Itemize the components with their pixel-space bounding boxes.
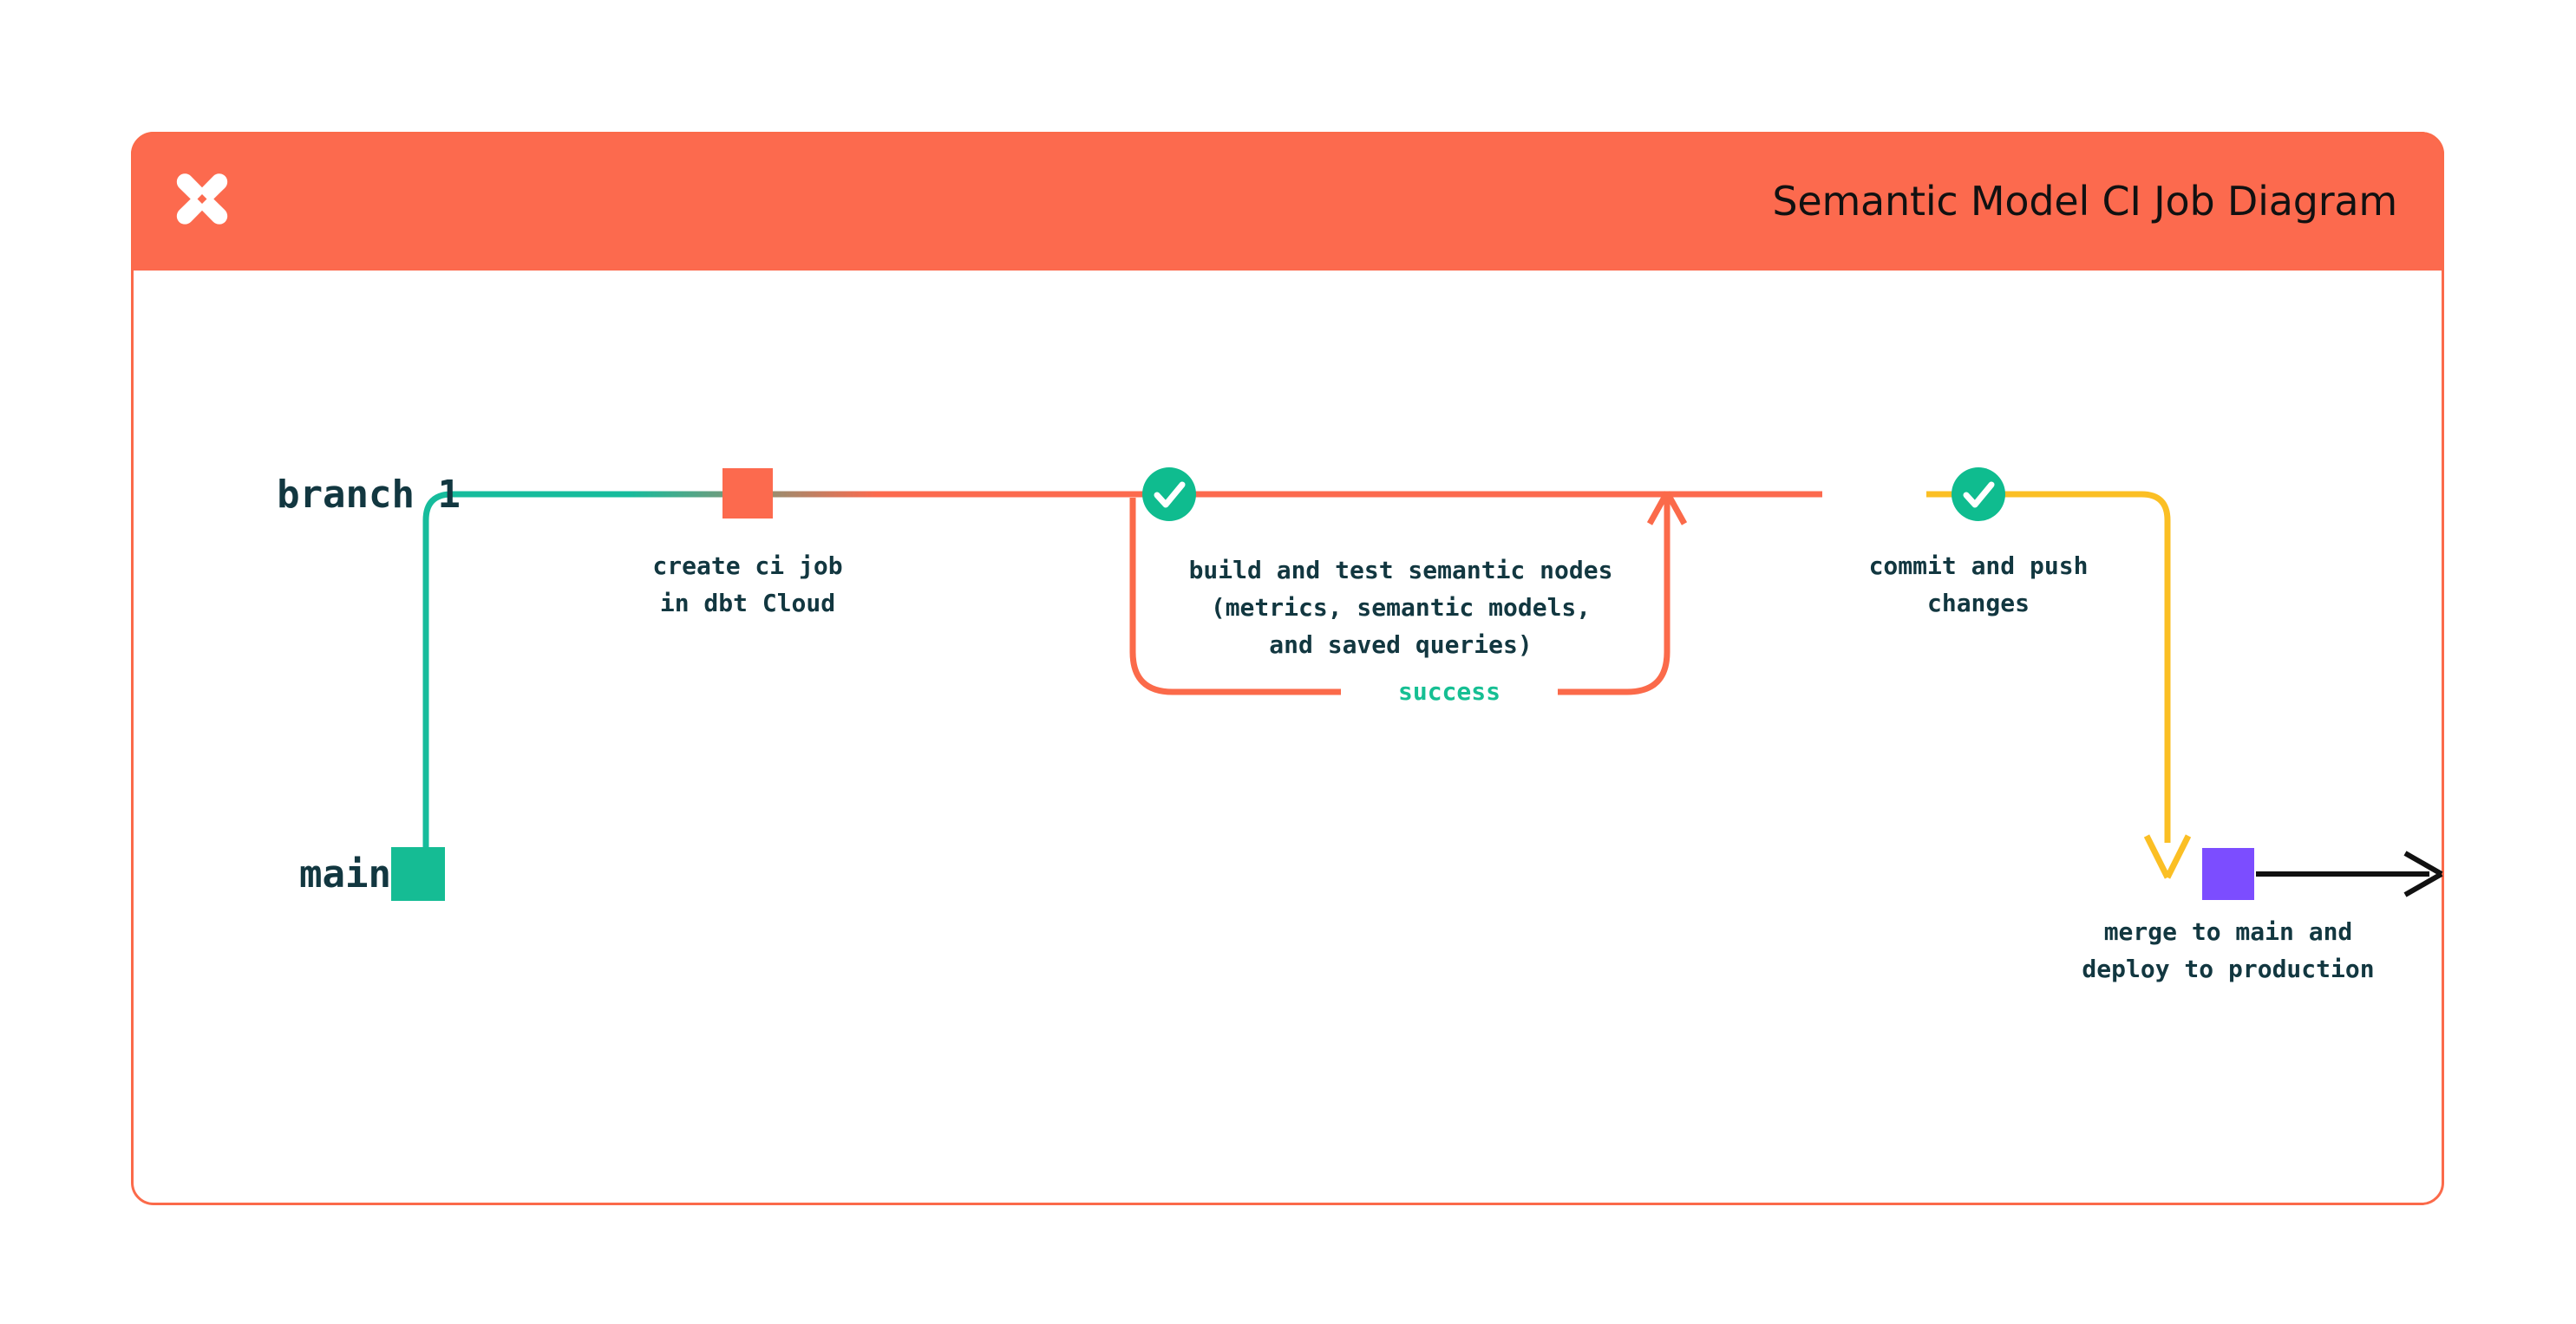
success-label-backing bbox=[1341, 671, 1558, 713]
node-main-start[interactable] bbox=[391, 847, 445, 901]
node-build-and-test[interactable] bbox=[1142, 467, 1196, 521]
node-caption-merge-line-1: merge to main and bbox=[2104, 917, 2353, 946]
branch-1-line bbox=[422, 491, 1926, 874]
lane-label-branch-1: branch 1 bbox=[277, 473, 461, 517]
lane-label-main: main bbox=[299, 852, 391, 897]
main-continues-arrow bbox=[2256, 851, 2443, 897]
success-loop-edge bbox=[1129, 491, 1688, 695]
node-caption-build-and-test-line-3: and saved queries) bbox=[1269, 630, 1532, 659]
page-title: Semantic Model CI Job Diagram bbox=[1772, 178, 2397, 225]
check-icon bbox=[1154, 481, 1186, 508]
node-caption-commit-and-push-line-1: commit and push bbox=[1869, 551, 2089, 580]
node-caption-build-and-test-line-2: (metrics, semantic models, bbox=[1211, 593, 1591, 622]
card-header: Semantic Model CI Job Diagram bbox=[131, 132, 2444, 271]
diagram-card bbox=[131, 132, 2444, 1205]
merge-edge-yellow bbox=[1926, 491, 2192, 879]
node-caption-commit-and-push-line-2: changes bbox=[1927, 589, 2030, 617]
node-caption-merge-line-2: deploy to production bbox=[2082, 955, 2374, 983]
node-commit-and-push[interactable] bbox=[1952, 467, 2005, 521]
node-create-ci-job[interactable] bbox=[722, 468, 773, 519]
dbt-logo-icon bbox=[176, 173, 228, 225]
node-merge-to-main[interactable] bbox=[2202, 848, 2254, 900]
node-caption-build-and-test-line-1: build and test semantic nodes bbox=[1189, 556, 1613, 584]
flow-diagram: success branch 1 main create ci job in d… bbox=[131, 271, 2444, 1205]
node-caption-create-ci-job-line-1: create ci job bbox=[652, 551, 842, 580]
success-edge-label: success bbox=[1398, 677, 1500, 706]
check-icon bbox=[1963, 481, 1995, 508]
node-caption-create-ci-job-line-2: in dbt Cloud bbox=[660, 589, 835, 617]
